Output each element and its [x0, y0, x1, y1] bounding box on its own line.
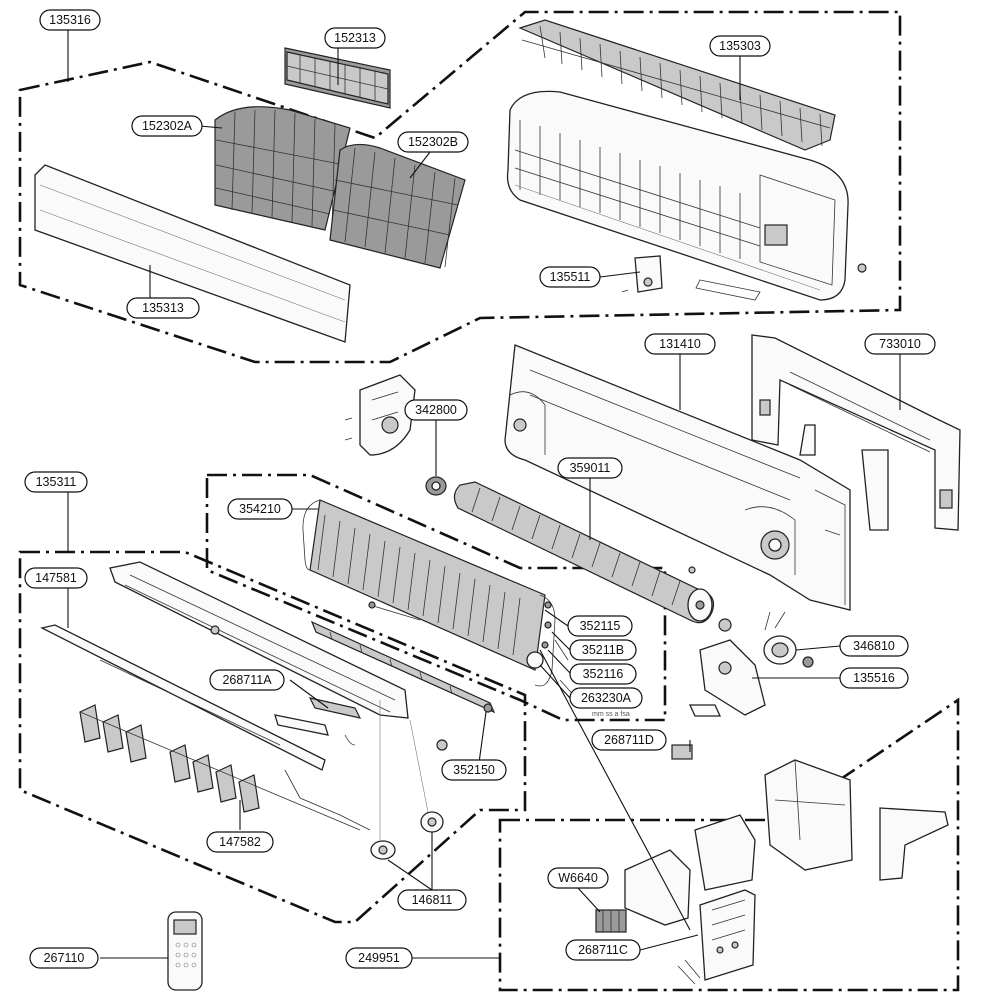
- svg-text:249951: 249951: [358, 951, 400, 965]
- bracket-135511: [621, 255, 663, 293]
- callout-135303: 135303: [709, 35, 771, 57]
- svg-text:352150: 352150: [453, 763, 495, 777]
- svg-text:147581: 147581: [35, 571, 77, 585]
- callout-147581: 147581: [24, 567, 88, 589]
- fan-motor-346810: [718, 611, 814, 668]
- callout-268711C: 268711C: [565, 939, 641, 961]
- svg-text:268711A: 268711A: [222, 673, 272, 687]
- callout-152302A: 152302A: [131, 115, 203, 137]
- louver-147582: [40, 624, 371, 831]
- front-panel-135313: [34, 164, 351, 343]
- svg-text:352115: 352115: [580, 619, 621, 633]
- callout-354210: 354210: [227, 498, 293, 520]
- callout-152313: 152313: [324, 27, 386, 49]
- control-box-parts: [595, 744, 949, 985]
- air-filter-152302B: [329, 143, 466, 269]
- svg-text:W6640: W6640: [558, 871, 598, 885]
- callout-147582: 147582: [206, 831, 274, 853]
- installation-plate-733010: [751, 334, 961, 531]
- callout-249951: 249951: [345, 947, 413, 969]
- side-bracket: [344, 374, 416, 456]
- evaporator-coil-354210: [302, 499, 579, 701]
- pipe-352150: [310, 620, 496, 751]
- svg-text:135311: 135311: [36, 475, 77, 489]
- svg-text:268711C: 268711C: [578, 943, 628, 957]
- step-motor-146811: [370, 700, 444, 860]
- svg-text:263230A: 263230A: [581, 691, 632, 705]
- svg-text:354210: 354210: [239, 502, 281, 516]
- callout-35211B: 35211B: [569, 639, 637, 661]
- svg-text:342800: 342800: [415, 403, 457, 417]
- top-grille-135303: [518, 19, 836, 151]
- callout-146811: 146811: [397, 889, 467, 911]
- callout-W6640: W6640: [547, 867, 609, 889]
- callouts: 135316 152313 135303 152302A 152302B 135…: [24, 9, 936, 969]
- svg-text:268711D: 268711D: [604, 733, 654, 747]
- callout-135511: 135511: [539, 266, 601, 288]
- chassis-housing: [506, 90, 867, 301]
- callout-152302B: 152302B: [397, 131, 469, 153]
- callout-352150: 352150: [441, 759, 507, 781]
- svg-text:147582: 147582: [219, 835, 261, 849]
- callout-135316: 135316: [39, 9, 101, 31]
- callout-135516: 135516: [839, 667, 909, 689]
- display-pcb-268711A: [274, 697, 362, 746]
- svg-text:135313: 135313: [142, 301, 184, 315]
- control-box-group-border: [498, 697, 960, 992]
- rear-housing-131410: [504, 344, 851, 611]
- svg-text:267110: 267110: [44, 951, 85, 965]
- callout-268711D: 268711D: [591, 729, 667, 751]
- svg-text:135516: 135516: [853, 671, 895, 685]
- heat-exchanger-group-border: [205, 473, 667, 722]
- leader-lines: [67, 30, 901, 959]
- callout-131410: 131410: [644, 333, 716, 355]
- svg-text:346810: 346810: [853, 639, 895, 653]
- svg-text:131410: 131410: [659, 337, 701, 351]
- svg-text:352116: 352116: [583, 667, 624, 681]
- air-filter-152302A: [214, 106, 351, 231]
- svg-text:146811: 146811: [412, 893, 453, 907]
- remote-control-267110: [167, 911, 203, 991]
- callout-346810: 346810: [839, 635, 909, 657]
- svg-text:733010: 733010: [879, 337, 921, 351]
- callout-352116: 352116: [569, 663, 637, 685]
- svg-text:359011: 359011: [570, 461, 611, 475]
- svg-text:35211B: 35211B: [582, 643, 624, 657]
- bearing-342800: [425, 476, 447, 496]
- callout-733010: 733010: [864, 333, 936, 355]
- callout-135311: 135311: [24, 471, 88, 493]
- callout-268711A: 268711A: [209, 669, 285, 691]
- coil-sensor-parts: mm ss a fsa: [368, 601, 630, 718]
- svg-text:mm ss a fsa: mm ss a fsa: [592, 711, 630, 718]
- svg-text:135316: 135316: [49, 13, 91, 27]
- callout-267110: 267110: [29, 947, 99, 969]
- callout-135313: 135313: [126, 297, 200, 319]
- crossflow-fan-359011: [453, 481, 715, 624]
- svg-text:152302B: 152302B: [408, 135, 458, 149]
- motor-bracket-135516: [688, 639, 766, 717]
- svg-text:152313: 152313: [334, 31, 376, 45]
- louver-group-border: [18, 550, 527, 924]
- callout-352115: 352115: [567, 615, 633, 637]
- drain-tray-147581: [109, 561, 409, 719]
- callout-342800: 342800: [404, 399, 468, 421]
- svg-text:152302A: 152302A: [142, 119, 193, 133]
- svg-text:135511: 135511: [550, 270, 591, 284]
- svg-text:135303: 135303: [719, 39, 761, 53]
- callout-359011: 359011: [557, 457, 623, 479]
- callout-263230A: 263230A: [569, 687, 643, 709]
